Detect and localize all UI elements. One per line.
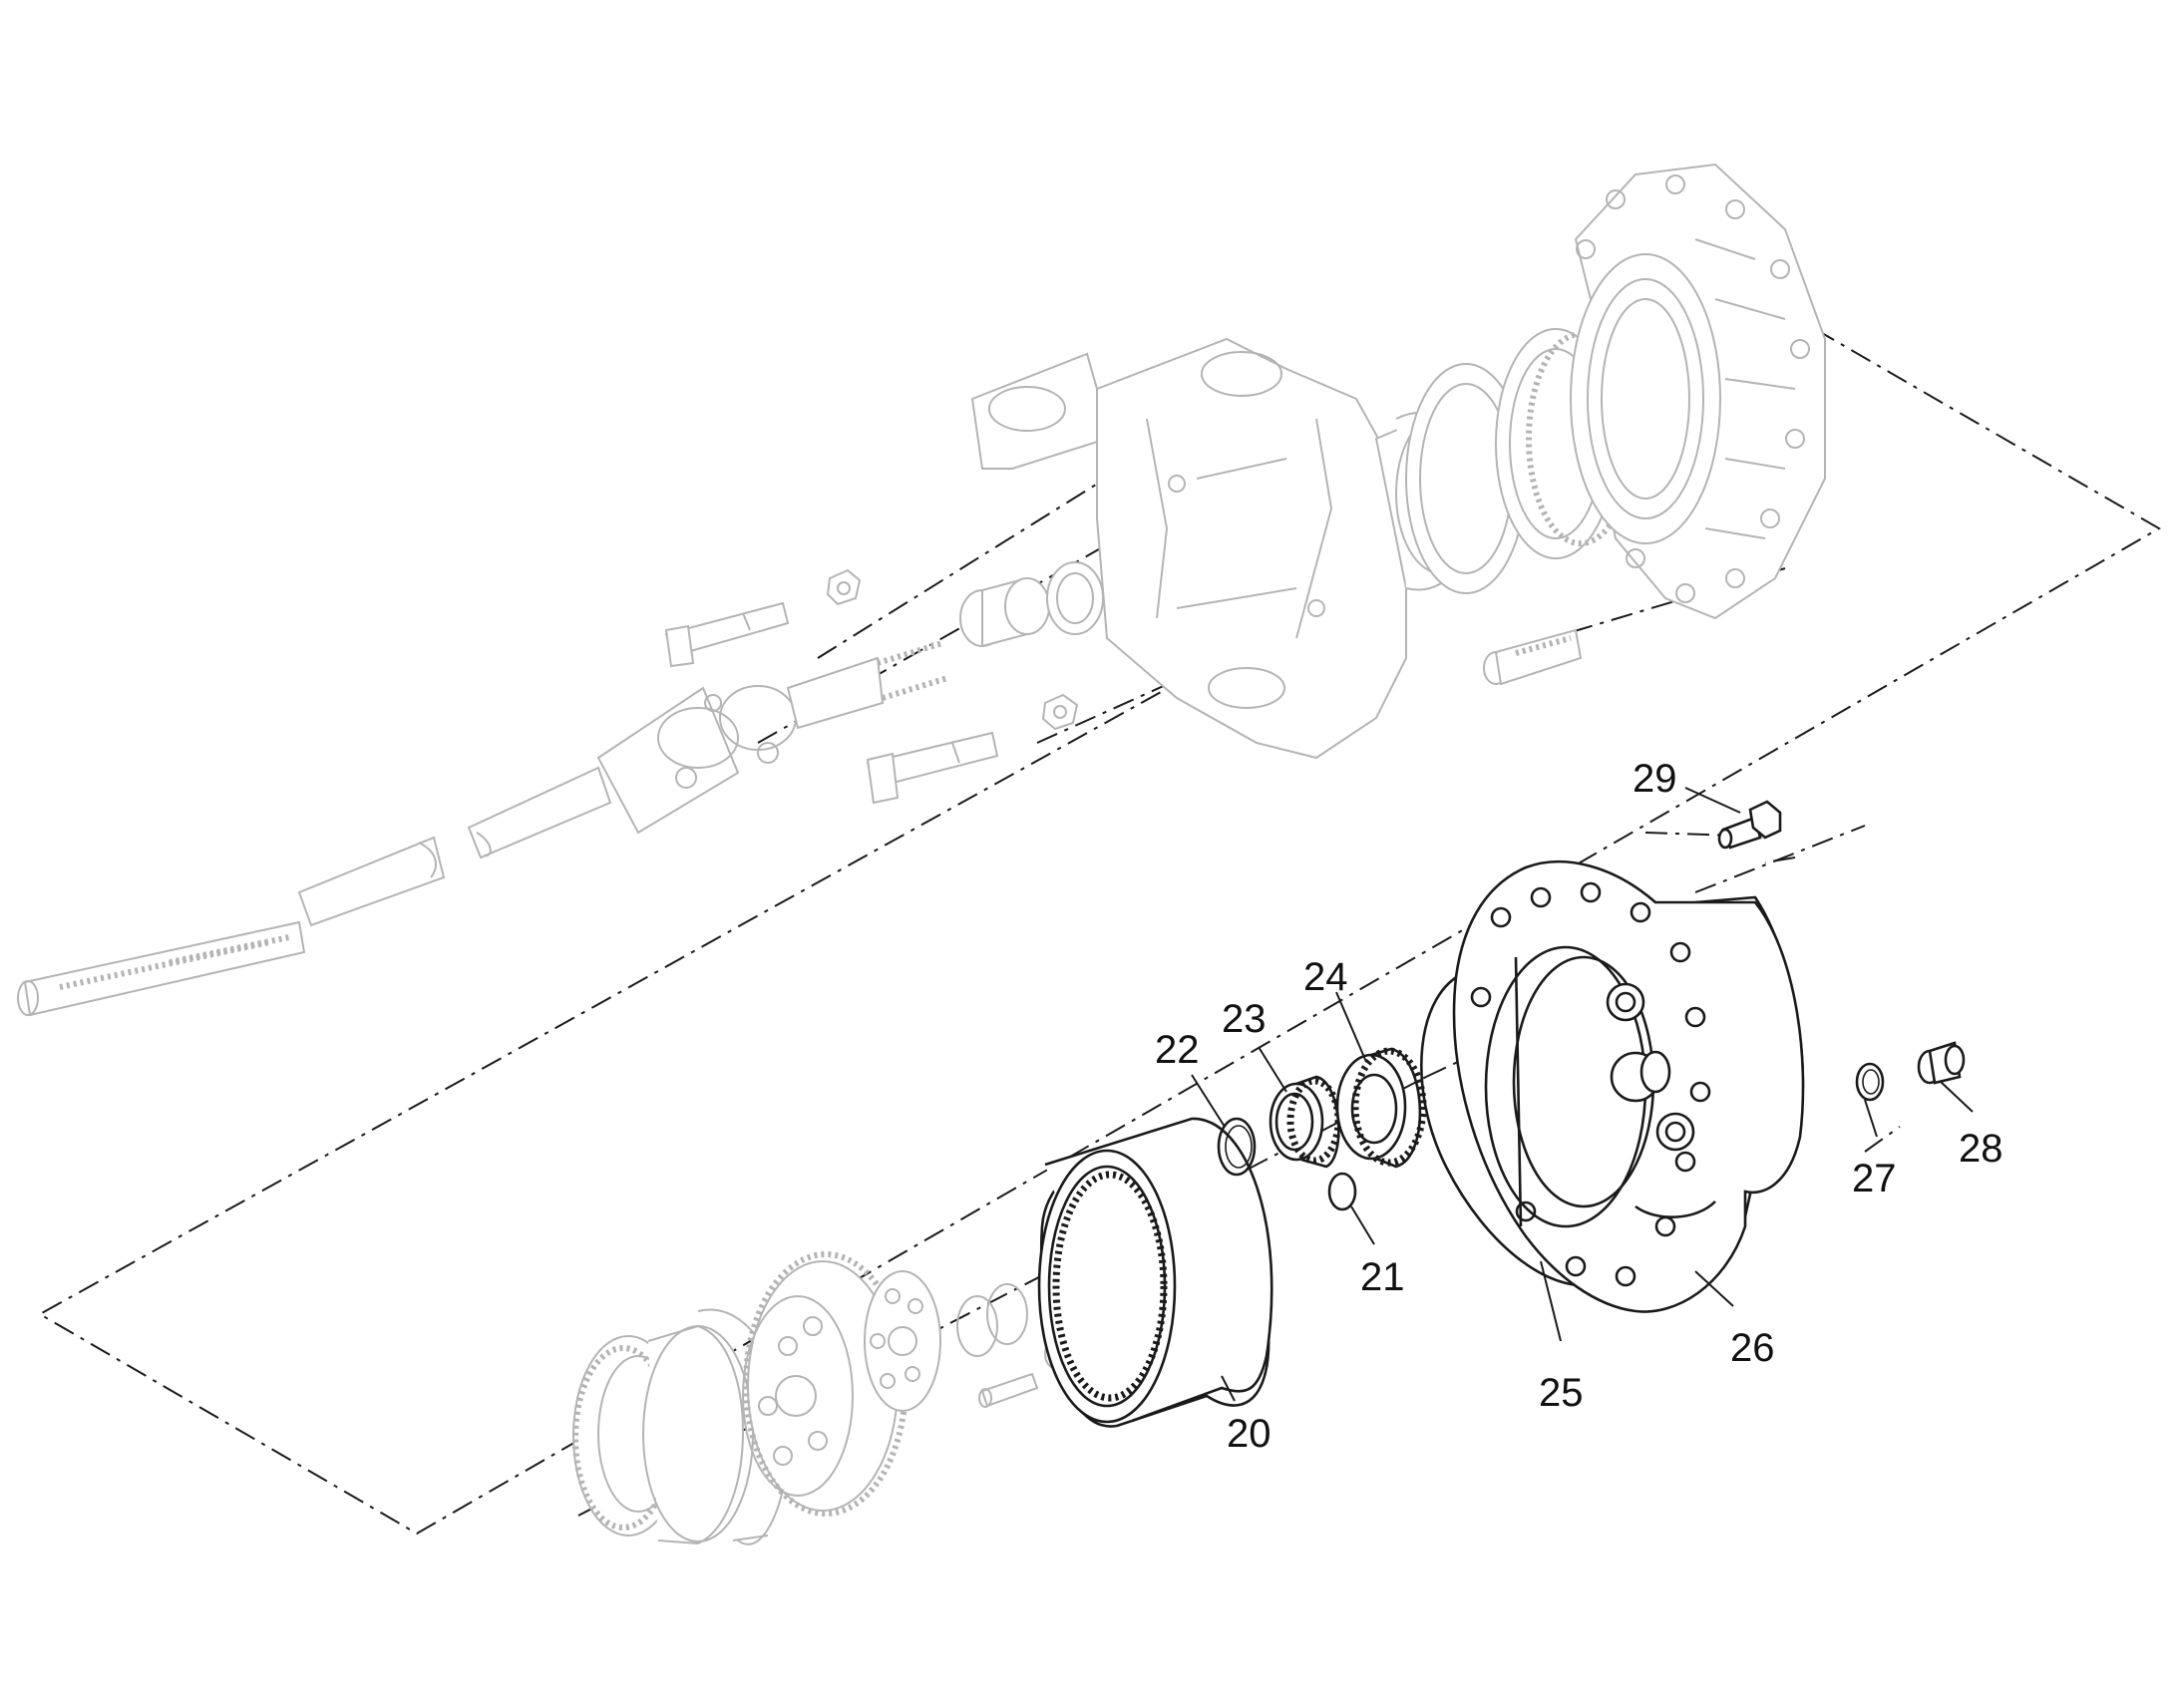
callout-25: 25 [1539,1371,1584,1415]
callout-21: 21 [1360,1255,1405,1299]
callout-27: 27 [1852,1157,1897,1200]
callout-22: 22 [1155,1028,1200,1072]
wheel-stud [1483,628,1583,686]
callout-24: 24 [1303,955,1348,999]
callout-29: 29 [1633,757,1677,801]
ring-part-27 [1855,1062,1885,1102]
kingpin-nut-lower [1041,693,1079,731]
axle-shaft [17,766,612,1017]
kingpin-nut-upper [826,568,862,606]
assembly-boundary-line [37,328,2161,1536]
seal-ring [1046,561,1104,635]
bolt-part-29 [1717,800,1782,850]
callout-26: 26 [1730,1326,1775,1370]
callout-28: 28 [1959,1127,2003,1171]
callout-20: 20 [1227,1412,1272,1456]
callout-23: 23 [1222,997,1267,1041]
outer-bearing [572,1324,754,1545]
plug-part-28 [1917,1041,1966,1085]
snap-ring-part-22 [1217,1117,1257,1177]
circlip-pair [956,1283,1028,1357]
callout-leaders [1191,787,1974,1402]
small-gear-part-23 [1269,1075,1342,1169]
steering-knuckle [970,337,1487,760]
ring-gear-part-20 [1037,1117,1273,1428]
planetary-housing-part-26 [1452,859,1805,1313]
bushing [959,576,1050,648]
universal-joint [596,640,948,835]
thrust-washer [864,1270,941,1412]
large-gear-part-24 [1335,1047,1427,1169]
kingpin-bolt-lower [866,731,999,805]
kingpin-bolt-upper [664,601,790,668]
wheel-hub [1570,163,1826,620]
disc-part-21 [1327,1172,1357,1211]
callout-labels: 20 21 22 23 24 25 26 27 28 29 [1155,757,2003,1456]
